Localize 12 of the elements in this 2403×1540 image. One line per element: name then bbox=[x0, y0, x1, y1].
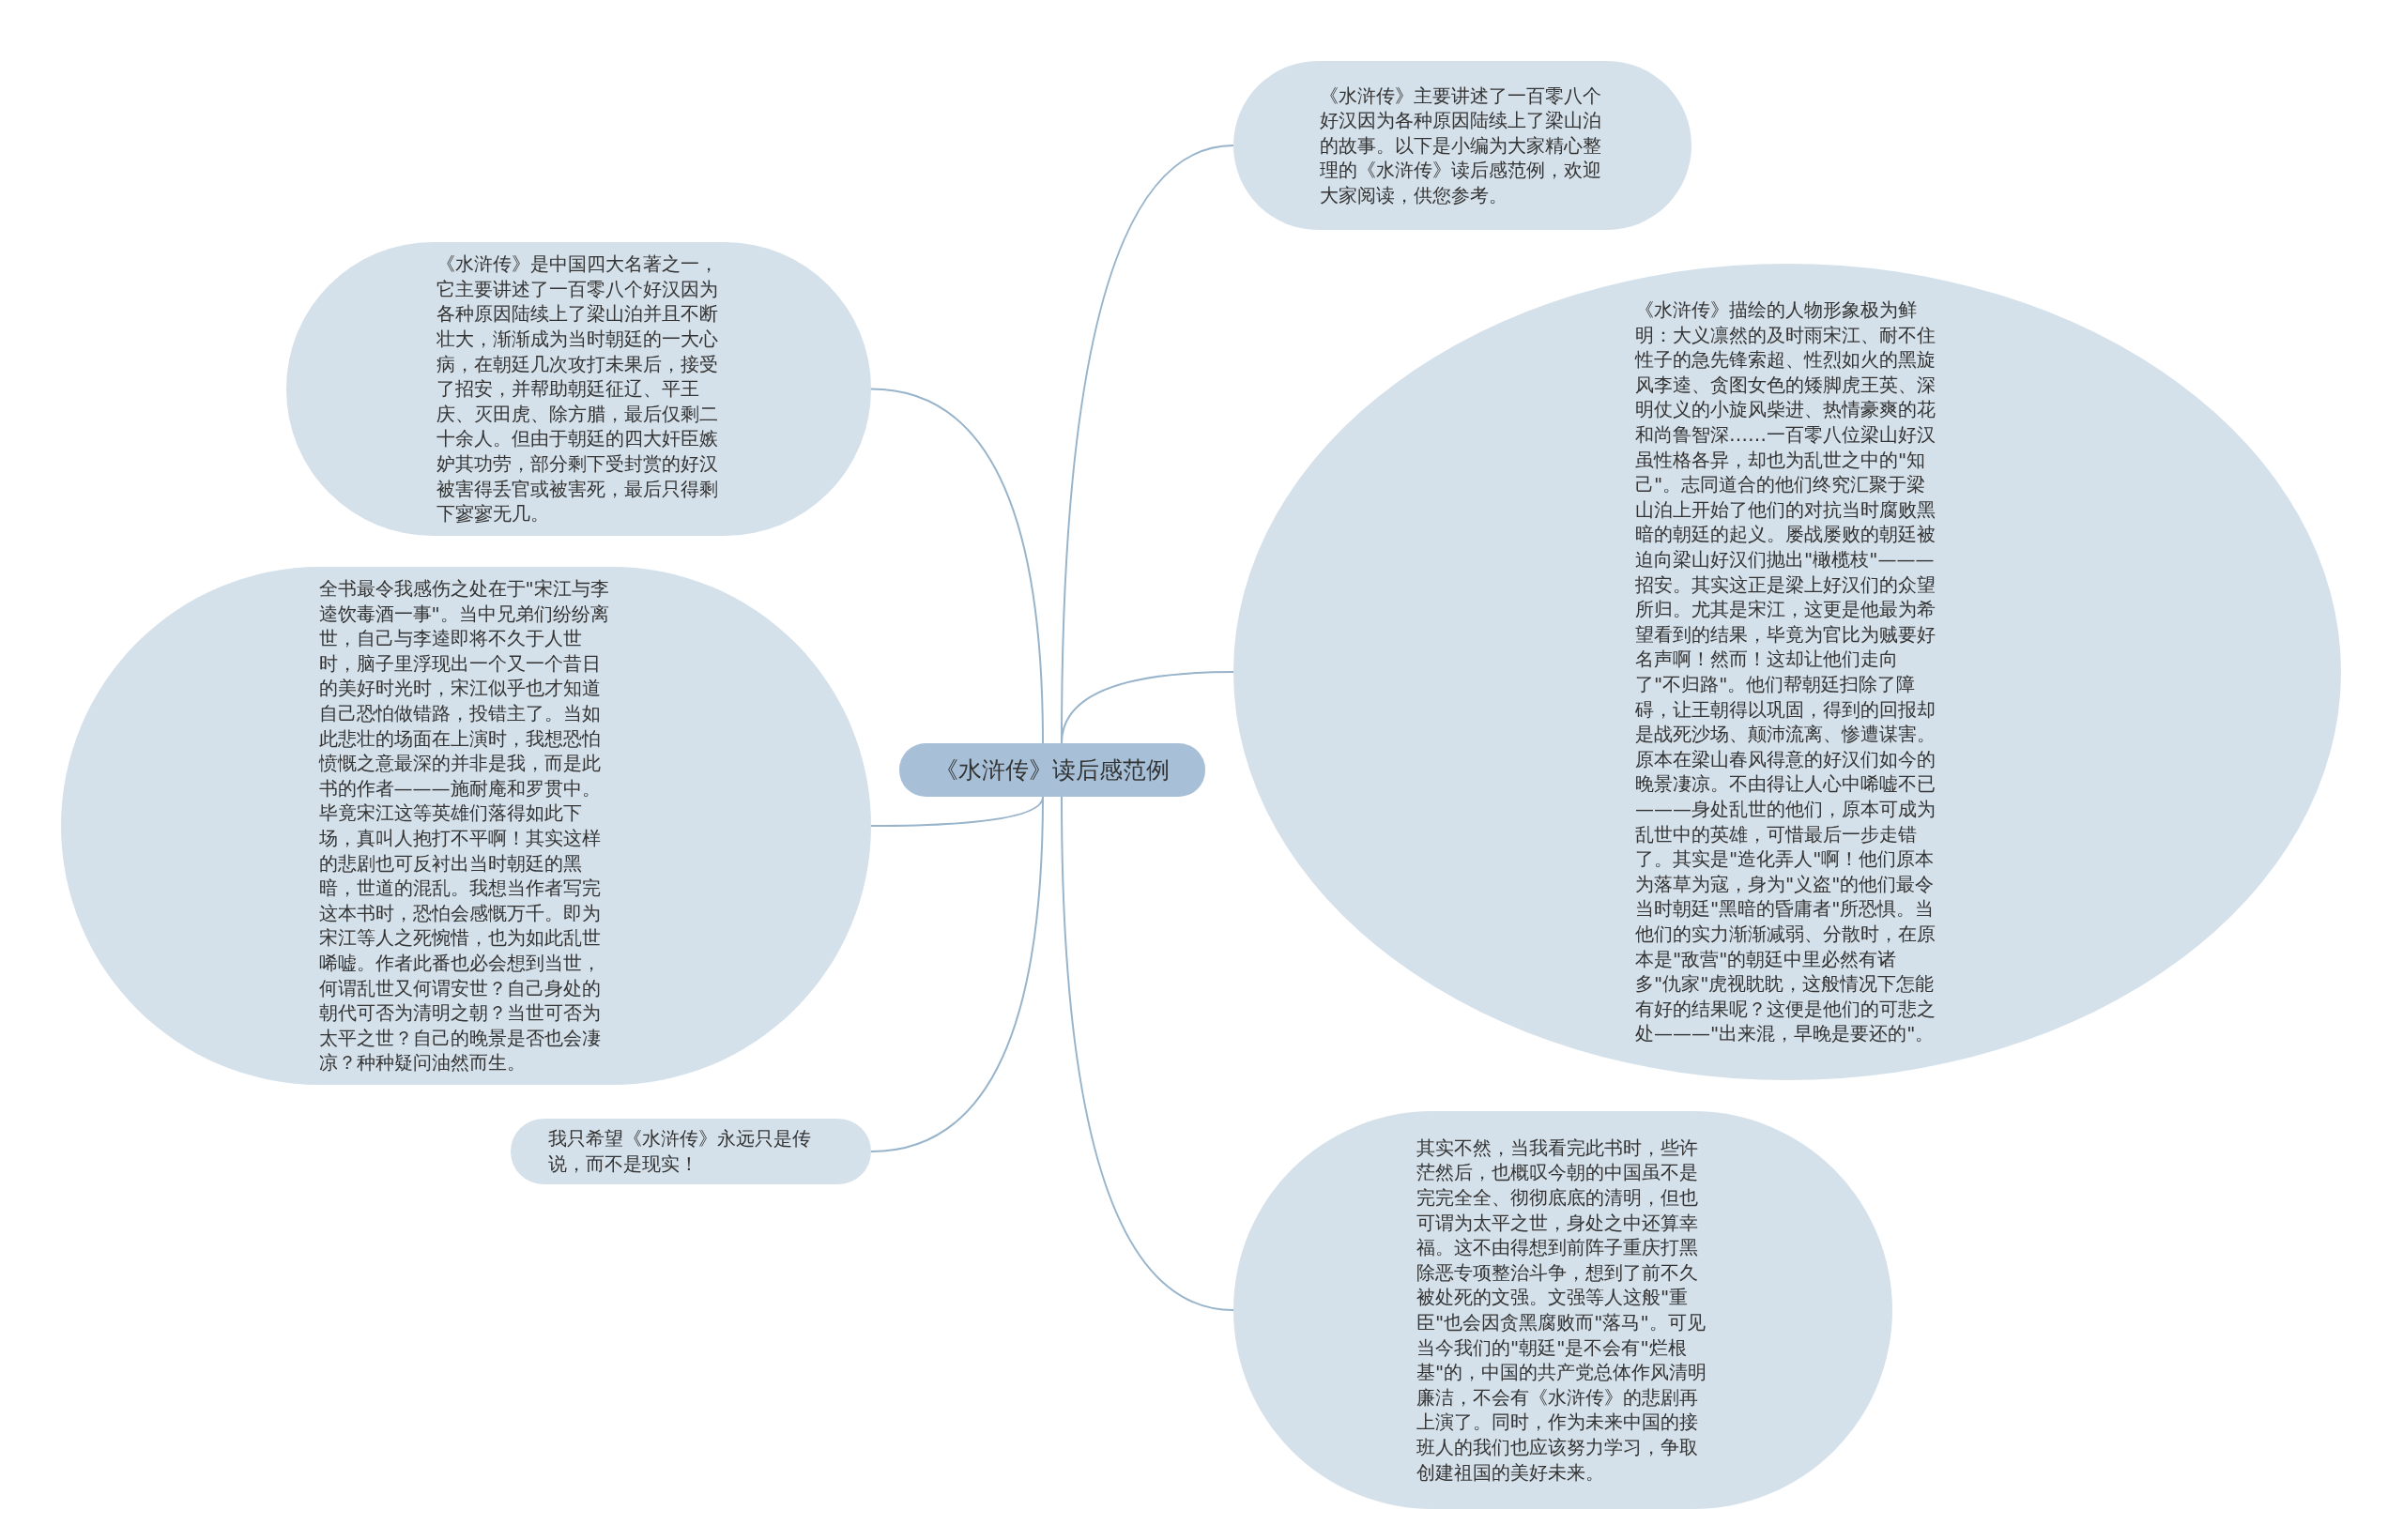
connector-line bbox=[1061, 671, 1234, 744]
paragraph: 其实不然，当我看完此书时，些许茫然后，也概叹今朝的中国虽不是完完全全、彻彻底底的清明，但也可谓为太平之世，身处之中还算幸福。这不由得想到前阵子重庆打黑除恶专项整治斗争，想到了前不久被处死的文强。文强等人这般"重臣"也会因贪黑腐败而"落马"。可见当今我们的"朝廷"是不会有"烂根基"的，中国的共产党总体作风清明廉洁，不会有《水浒传》的悲剧再上演了。同时，作为未来中国的接班人的我们也应该努力学习，争取创建祖国的美好未来。 bbox=[1416, 1135, 1708, 1486]
central-topic bbox=[899, 743, 1205, 797]
paragraph: 我只希望《水浒传》永远只是传说，而不是现实！ bbox=[548, 1126, 812, 1177]
paragraph: 《水浒传》描绘的人物形象极为鲜明：大义凛然的及时雨宋江、耐不住性子的急先锋索超、性烈如火的黑旋风李逵、贪图女色的矮脚虎王英、深明仗义的小旋风柴进、热情豪爽的花和尚鲁智深……一百零八位梁山好汉虽性格各异，却也为乱世之中的"知己"。志同道合的他们终究汇聚于梁山泊上开始了他们的对抗当时腐败黑暗的朝廷的起义。屡战屡败的朝廷被迫向梁山好汉们抛出"橄榄枝"———招安。其实这正是梁上好汉们的众望所归。尤其是宋江，这更是他最为希望看到的结果，毕竟为官比为贼要好名声啊！然而！这却让他们走向了"不归路"。他们帮朝廷扫除了障碍，让王朝得以巩固，得到的回报却是战死沙场、颠沛流离、惨遭谋害。原本在梁山春风得意的好汉们如今的晚景凄凉。不由得让人心中唏嘘不已———身处乱世的他们，原本可成为乱世中的英雄，可惜最后一步走错了。其实是"造化弄人"啊！他们原本为落草为寇，身为"义盗"的他们最令当时朝廷"黑暗的昏庸者"所恐惧。当他们的实力渐渐减弱、分散时，在原本是"敌营"的朝廷中里必然有诸多"仇家"虎视眈眈，这般情况下怎能有好的结果呢？这便是他们的可悲之处———"出来混，早晚是要还的"。 bbox=[1635, 297, 1936, 1046]
paragraph: 全书最令我感伤之处在于"宋江与李逵饮毒酒一事"。当中兄弟们纷纷离世，自己与李逵即将不久于人世时，脑子里浮现出一个又一个昔日的美好时光时，宋江似乎也才知道自己恐怕做错路，投错主了。当如此悲壮的场面在上演时，我想恐怕愤慨之意最深的并非是我，而是此书的作者———施耐庵和罗贯中。毕竟宋江这等英雄们落得如此下场，真叫人抱打不平啊！其实这样的悲剧也可反衬出当时朝廷的黑暗，世道的混乱。我想当作者写完这本书时，恐怕会感慨万千。即为宋江等人之死惋惜，也为如此乱世唏嘘。作者此番也必会想到当世，何谓乱世又何谓安世？自己身处的朝代可否为清明之朝？当世可否为太平之世？自己的晚景是否也会凄凉？种种疑问油然而生。 bbox=[318, 576, 610, 1075]
connector-line bbox=[870, 796, 1044, 1152]
paragraph: 《水浒传》是中国四大名著之一，它主要讲述了一百零八个好汉因为各种原因陆续上了梁山泊并且不断壮大，渐渐成为当时朝廷的一大心病，在朝廷几次攻打未果后，接受了招安，并帮助朝廷征辽、平王庆、灭田虎、除方腊，最后仅剩二十余人。但由于朝廷的四大奸臣嫉妒其功劳，部分剩下受封赏的好汉被害得丢官或被害死，最后只得剩下寥寥无几。 bbox=[436, 252, 719, 526]
connector-line bbox=[1061, 796, 1234, 1311]
topic-title: 《水浒传》读后感范例 bbox=[935, 755, 1170, 785]
paragraph: 《水浒传》主要讲述了一百零八个好汉因为各种原因陆续上了梁山泊的故事。以下是小编为大家精心整理的《水浒传》读后感范例，欢迎大家阅读，供您参考。 bbox=[1320, 83, 1602, 208]
connector-line bbox=[870, 388, 1044, 744]
